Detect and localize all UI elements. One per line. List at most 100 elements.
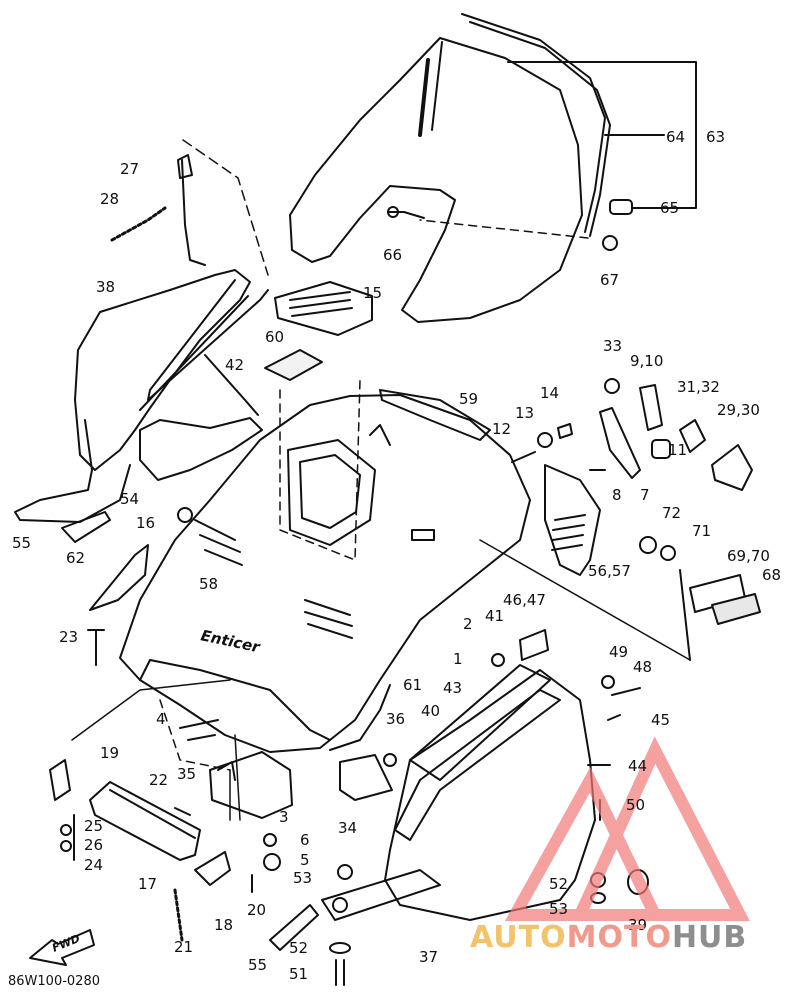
callout-c38: 38: [96, 278, 116, 296]
nut-72: [639, 536, 657, 554]
callout-c18: 18: [214, 916, 234, 934]
callout-c66: 66: [383, 246, 403, 264]
callout-c42: 42: [225, 356, 245, 374]
callout-c50: 50: [626, 796, 646, 814]
callout-c55a: 55: [12, 534, 32, 552]
callout-c53a: 53: [293, 869, 313, 887]
watermark-logo-icon: [504, 736, 750, 921]
bracket-55b: [269, 904, 319, 951]
bolt-12: [511, 451, 536, 463]
diagram-code: 86W100-0280: [8, 974, 100, 989]
watermark-part-a: AUTO: [470, 920, 567, 955]
gauge-cutout: [287, 439, 376, 546]
callout-c52b: 52: [289, 939, 309, 957]
callout-c2930: 29,30: [717, 401, 760, 419]
callout-c5657: 56,57: [588, 562, 631, 580]
grommet-65: [609, 199, 633, 215]
callout-c33: 33: [603, 337, 623, 355]
watermark-text: AUTOMOTOHUB: [470, 920, 747, 955]
callout-c52a: 52: [549, 875, 569, 893]
callout-c21: 21: [174, 938, 194, 956]
callout-c59: 59: [459, 390, 479, 408]
callout-c16: 16: [136, 514, 156, 532]
callout-c67: 67: [600, 271, 620, 289]
callout-c6: 6: [300, 831, 310, 849]
nut-67: [602, 235, 618, 251]
callout-c17: 17: [138, 875, 158, 893]
callout-c54: 54: [120, 490, 140, 508]
watermark-part-b: MOTO: [566, 920, 672, 955]
callout-c72: 72: [662, 504, 682, 522]
watermark-part-c: HUB: [671, 920, 748, 955]
callout-c14: 14: [540, 384, 560, 402]
callout-c15: 15: [363, 284, 383, 302]
plate-68: [711, 593, 761, 625]
callout-c1: 1: [453, 650, 463, 668]
nut-71: [660, 545, 676, 561]
windshield: [289, 37, 583, 323]
bracket-17: [89, 781, 201, 861]
callout-c65: 65: [660, 199, 680, 217]
block-2930: [711, 444, 753, 491]
callout-c5: 5: [300, 851, 310, 869]
callout-c71: 71: [692, 522, 712, 540]
bracket-910: [639, 384, 663, 431]
callout-c20: 20: [247, 901, 267, 919]
bracket-7: [599, 407, 641, 479]
callout-c7: 7: [640, 486, 650, 504]
callout-c68: 68: [762, 566, 782, 584]
callout-c53b: 53: [549, 900, 569, 918]
inner-panel-54: [139, 417, 263, 481]
callout-c3132: 31,32: [677, 378, 720, 396]
pad-60: [264, 349, 323, 381]
bracket-19: [49, 759, 71, 801]
bracket-18: [194, 851, 231, 886]
windshield-trim: [461, 13, 606, 233]
callout-c58: 58: [199, 575, 219, 593]
rail-40: [394, 689, 561, 841]
callout-c22: 22: [149, 771, 169, 789]
block-11: [651, 439, 671, 459]
callout-c24: 24: [84, 856, 104, 874]
callout-c37: 37: [419, 948, 439, 966]
callout-c2: 2: [463, 615, 473, 633]
tray-15: [274, 281, 373, 336]
callout-c61: 61: [403, 676, 423, 694]
callout-c62: 62: [66, 549, 86, 567]
trim-59: [379, 389, 491, 441]
callout-c45: 45: [651, 711, 671, 729]
spring-28: [110, 206, 167, 242]
callout-c35: 35: [177, 765, 197, 783]
callout-c43: 43: [443, 679, 463, 697]
callout-c55b: 55: [248, 956, 268, 974]
callout-c12: 12: [492, 420, 512, 438]
grommet-16: [177, 507, 193, 523]
hood-58: [119, 394, 531, 753]
callout-c4: 4: [156, 710, 166, 728]
fwd-arrow-icon: [29, 929, 95, 966]
callout-c25: 25: [84, 817, 104, 835]
callout-c27: 27: [120, 160, 140, 178]
callout-c26: 26: [84, 836, 104, 854]
hood-brand-text: Enticer: [199, 626, 263, 656]
callout-c34: 34: [338, 819, 358, 837]
callout-c60: 60: [265, 328, 285, 346]
callout-c63: 63: [706, 128, 726, 146]
callout-c39: 39: [628, 916, 648, 934]
bumper-3: [209, 751, 293, 819]
spring-21: [173, 888, 184, 942]
lens-62: [89, 544, 149, 611]
rod-27: [181, 159, 206, 266]
grille-5657: [544, 464, 601, 576]
callout-c36: 36: [386, 710, 406, 728]
callout-c40: 40: [421, 702, 441, 720]
screw-66: [387, 211, 425, 219]
bracket-3132: [679, 419, 706, 453]
callout-c4647: 46,47: [503, 591, 546, 609]
callout-c13: 13: [515, 404, 535, 422]
bracket-55a: [61, 511, 111, 543]
callout-c48: 48: [633, 658, 653, 676]
callout-c19: 19: [100, 744, 120, 762]
